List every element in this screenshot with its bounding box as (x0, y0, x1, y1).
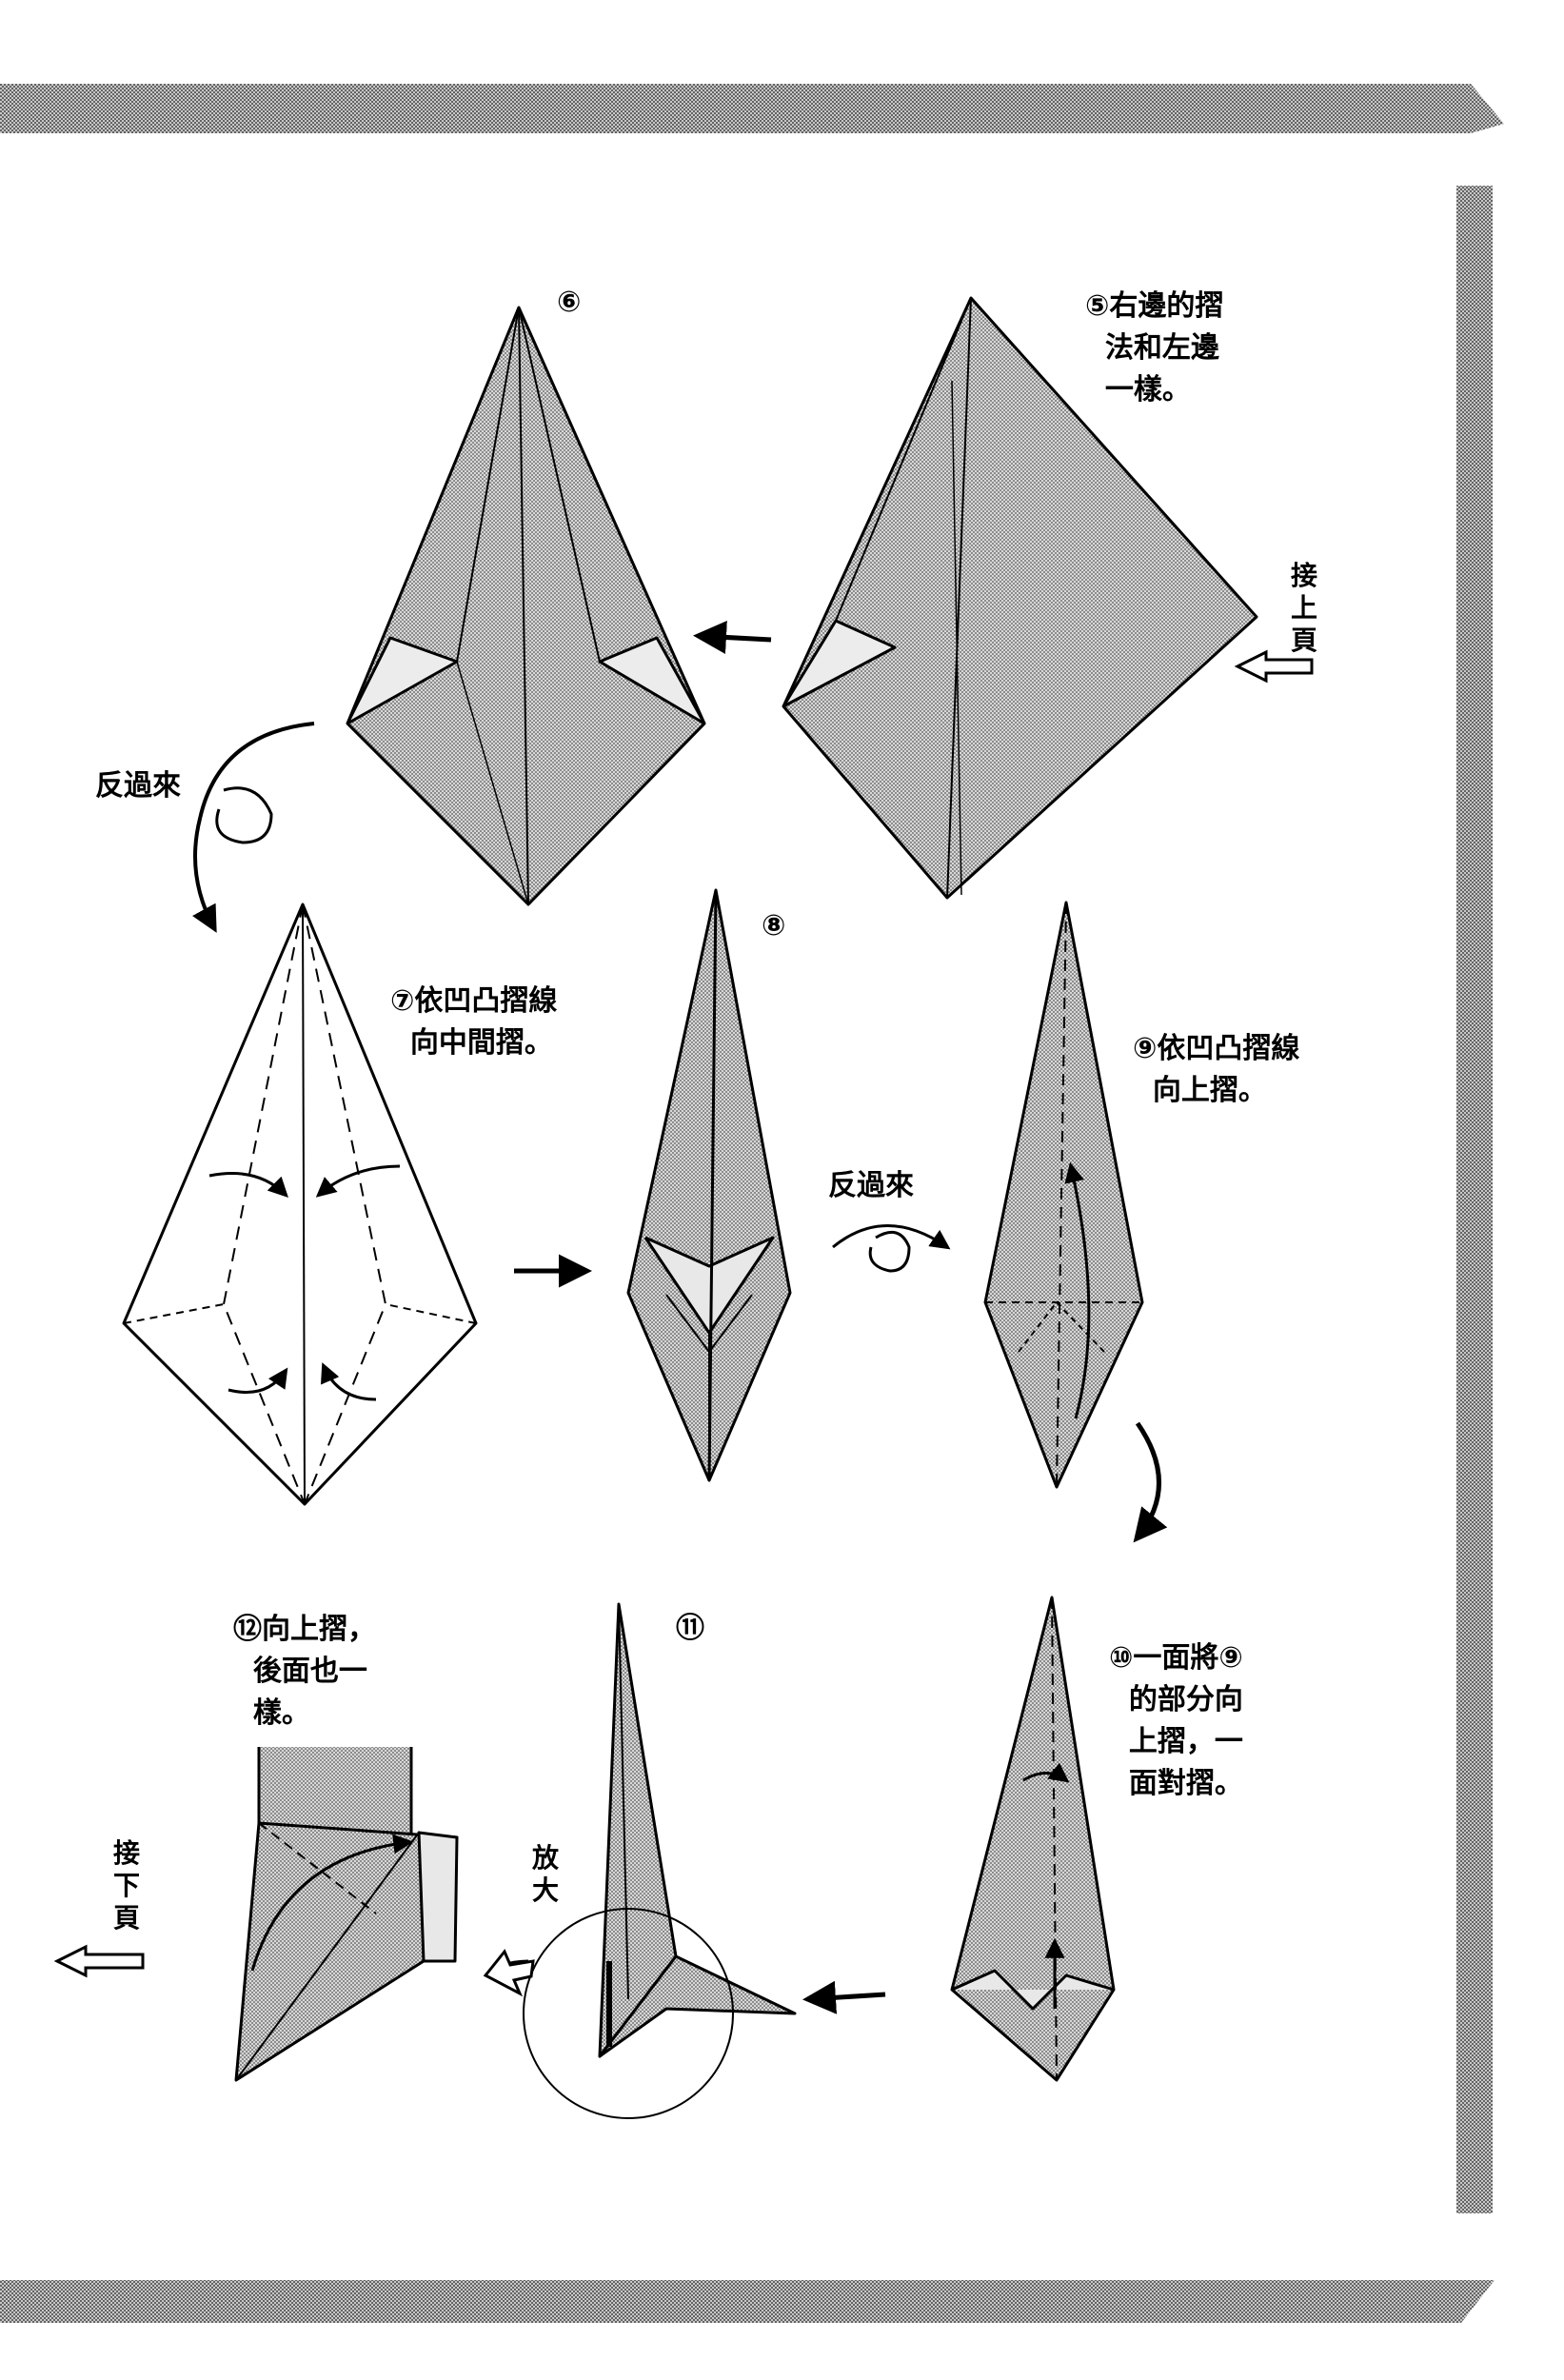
step-5-fold-line (951, 380, 962, 896)
step-9-paper (983, 901, 1144, 1489)
step-9-fold-line (1056, 1301, 1105, 1353)
step-12-figure (234, 1747, 459, 2082)
page-frame (0, 84, 1504, 2323)
step-11-figure (523, 1602, 797, 2119)
step-10-caption: ⑩一面將⑨ 的部分向 上摺，一 面對摺。 (1109, 1641, 1243, 1800)
flip-label-1: 反過來 (95, 769, 181, 803)
right-border-band (1456, 186, 1493, 2213)
step-7-fold-arrow (228, 1367, 288, 1394)
step-8-number: ⑧ (762, 909, 786, 942)
continue-next-arrow (53, 1944, 145, 1978)
step-12-fold-line (258, 1822, 377, 1914)
step-7-fold-arrow (315, 1164, 401, 1198)
step-11-number: ⑪ (676, 1612, 704, 1645)
step-10-fold-arrow (1022, 1762, 1070, 1783)
step-5-figure (782, 296, 1258, 900)
process-arrows (191, 621, 1168, 2014)
flip-loop-2 (868, 1230, 911, 1273)
step-7-fold-arrow (320, 1362, 377, 1401)
step-7-valley-line-right (302, 903, 386, 1505)
step-9-caption: ⑨依凹凸摺線 向上摺。 (1133, 1032, 1300, 1107)
step-7-valley-line-left (223, 903, 306, 1505)
step-6-fold-line (456, 661, 529, 905)
enlarge-arrow (483, 1949, 535, 1997)
step-6-fold-line (518, 307, 601, 663)
arrow-flip-6-to-7 (191, 722, 315, 933)
arrow-10-to-11 (802, 1980, 886, 2014)
step-7-mountain-line (385, 1303, 477, 1324)
step-6-left-flap (346, 636, 459, 725)
step-7-caption: ⑦依凹凸摺線 向中間摺。 (390, 984, 558, 1060)
step-5-fold-line (835, 297, 972, 622)
step-5-caption: ⑤右邊的摺 法和左邊 一樣。 (1085, 289, 1224, 407)
flip-label-2: 反過來 (828, 1169, 914, 1202)
step-9-figure (983, 901, 1144, 1489)
top-border-band (0, 84, 1504, 133)
step-6-fold-line (456, 307, 520, 663)
step-12-caption: ⑫向上摺， 後面也一 樣。 (233, 1613, 376, 1730)
continue-prev-label: 接上頁 (1290, 560, 1317, 656)
step-9-fold-arrow (1064, 1161, 1091, 1419)
step-12-flap (417, 1831, 459, 1963)
step-7-figure (122, 902, 478, 1506)
enlarge-label: 放大 (531, 1842, 559, 1906)
continue-next-label: 接下頁 (112, 1837, 140, 1934)
step-5-fold-flap (782, 619, 897, 708)
arrow-5-to-6 (693, 621, 772, 654)
bottom-border-band (0, 2280, 1495, 2323)
step-6-figure (346, 306, 706, 906)
step-8-inner-flaps (643, 1236, 775, 1335)
step-11-fold-line (618, 1603, 629, 2000)
step-9-fold-line (1056, 902, 1067, 1488)
step-7-fold-arrow (208, 1172, 288, 1198)
step-7-mountain-line (123, 1303, 225, 1324)
flip-loop-1 (215, 786, 273, 844)
step-11-head (598, 1954, 797, 2058)
step-12-fold-arrow (250, 1834, 414, 1972)
step-8-center-line (707, 889, 718, 1481)
page-navigation-arrows (53, 649, 1314, 1997)
step-10-figure (950, 1596, 1116, 2082)
continue-prev-arrow (1234, 649, 1314, 684)
step-6-fold-line (518, 307, 529, 905)
step-6-right-flap (598, 636, 706, 725)
step-12-fold-line (235, 1832, 420, 2081)
arrow-flip-8-to-9 (832, 1224, 951, 1250)
step-8-fold-line (708, 1294, 753, 1353)
step-5-fold-line (946, 297, 972, 899)
step-8-fold-line (665, 1294, 710, 1353)
step-10-bottom-flaps (951, 1969, 1115, 2011)
step-7-center-line (302, 903, 306, 1505)
step-11-enlarge-circle (523, 1908, 734, 2119)
step-8-figure (626, 888, 792, 1482)
arrow-9-to-10 (1133, 1421, 1168, 1543)
step-6-number: ⑥ (557, 286, 582, 319)
